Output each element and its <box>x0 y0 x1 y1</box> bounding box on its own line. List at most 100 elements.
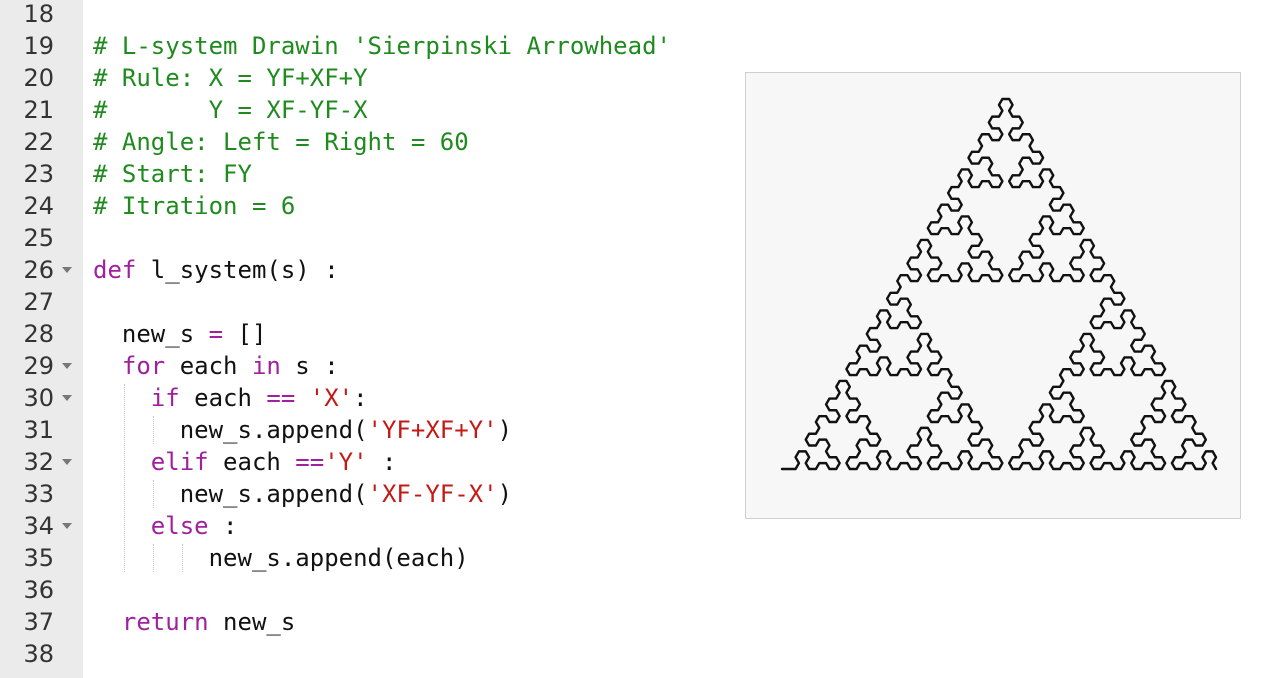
line-number: 37 <box>23 608 54 636</box>
token-kw: in <box>251 352 281 380</box>
token-plain: new_s <box>208 608 296 636</box>
line-number: 29 <box>23 352 54 380</box>
code-text: # Rule: X = YF+XF+Y <box>93 62 368 94</box>
token-kw: elif <box>150 448 209 476</box>
token-kw: def <box>93 256 137 284</box>
line-number: 36 <box>23 576 54 604</box>
code-line-28[interactable]: 28 new_s = [] <box>0 318 1286 350</box>
token-kw: == <box>295 448 325 476</box>
line-number-gutter <box>0 0 83 678</box>
token-plain: l_system(s) : <box>136 256 339 284</box>
token-comment: # Start: FY <box>93 160 252 188</box>
code-text: # Start: FY <box>93 158 252 190</box>
line-number: 18 <box>23 0 54 28</box>
code-text: # L-system Drawin 'Sierpinski Arrowhead' <box>93 30 671 62</box>
fold-toggle-icon[interactable] <box>62 267 72 273</box>
token-plain: ) <box>497 416 513 444</box>
code-text: for each in s : <box>122 350 339 382</box>
token-plain: s : <box>280 352 339 380</box>
code-line-21[interactable]: 21 # Y = XF-YF-X <box>0 94 1286 126</box>
token-kw: else <box>150 512 209 540</box>
line-number: 20 <box>23 64 54 92</box>
code-line-24[interactable]: 24 # Itration = 6 <box>0 190 1286 222</box>
code-line-26[interactable]: 26 def l_system(s) : <box>0 254 1286 286</box>
indent-guide <box>181 544 183 572</box>
line-number: 30 <box>23 384 54 412</box>
code-line-18[interactable]: 18 <box>0 0 1286 30</box>
line-number: 23 <box>23 160 54 188</box>
line-number: 24 <box>23 192 54 220</box>
sierpinski-arrowhead-figure <box>745 72 1241 519</box>
line-number: 22 <box>23 128 54 156</box>
code-text: new_s.append('YF+XF+Y') <box>180 414 512 446</box>
token-plain: each <box>179 384 267 412</box>
token-str: 'X' <box>309 384 354 412</box>
token-plain: ) <box>497 480 513 508</box>
code-text: # Y = XF-YF-X <box>93 94 368 126</box>
code-text: new_s = [] <box>122 318 267 350</box>
code-text: else : <box>151 510 238 542</box>
code-text: new_s.append(each) <box>209 542 469 574</box>
line-number: 19 <box>23 32 54 60</box>
code-line-27[interactable]: 27 <box>0 286 1286 318</box>
code-line-23[interactable]: 23 # Start: FY <box>0 158 1286 190</box>
token-plain: : <box>353 384 368 412</box>
line-number: 34 <box>23 512 54 540</box>
code-text: def l_system(s) : <box>93 254 339 286</box>
arrowhead-curve-canvas <box>780 97 1218 471</box>
code-line-25[interactable]: 25 <box>0 222 1286 254</box>
fold-toggle-icon[interactable] <box>62 523 72 529</box>
code-line-37[interactable]: 37 return new_s <box>0 606 1286 638</box>
code-line-20[interactable]: 20 # Rule: X = YF+XF+Y <box>0 62 1286 94</box>
token-plain: [] <box>223 320 267 348</box>
token-comment: # Rule: X = YF+XF+Y <box>93 64 368 92</box>
code-line-38[interactable]: 38 <box>0 638 1286 670</box>
fold-toggle-icon[interactable] <box>62 459 72 465</box>
token-comment: # Angle: Left = Right = 60 <box>93 128 469 156</box>
code-text: # Itration = 6 <box>93 190 295 222</box>
token-kw: for <box>121 352 166 380</box>
token-comment: # Y = XF-YF-X <box>93 96 368 124</box>
token-plain <box>295 384 309 412</box>
indent-guide <box>152 416 154 444</box>
code-text: # Angle: Left = Right = 60 <box>93 126 469 158</box>
token-str: 'YF+XF+Y' <box>367 416 498 444</box>
code-line-29[interactable]: 29 for each in s : <box>0 350 1286 382</box>
code-text: if each == 'X': <box>151 382 368 414</box>
code-line-30[interactable]: 30 if each == 'X': <box>0 382 1286 414</box>
token-str: 'XF-YF-X' <box>367 480 498 508</box>
line-number: 21 <box>23 96 54 124</box>
code-line-34[interactable]: 34 else : <box>0 510 1286 542</box>
fold-toggle-icon[interactable] <box>62 395 72 401</box>
fold-toggle-icon[interactable] <box>62 363 72 369</box>
indent-guide <box>152 544 154 572</box>
token-plain: : <box>367 448 397 476</box>
code-line-19[interactable]: 19 # L-system Drawin 'Sierpinski Arrowhea… <box>0 30 1286 62</box>
line-number: 35 <box>23 544 54 572</box>
code-line-31[interactable]: 31 new_s.append('YF+XF+Y') <box>0 414 1286 446</box>
line-number: 27 <box>23 288 54 316</box>
line-number: 38 <box>23 640 54 668</box>
line-number: 28 <box>23 320 54 348</box>
token-str: 'Y' <box>324 448 368 476</box>
token-kw: == <box>266 384 296 412</box>
token-plain: new_s <box>121 320 209 348</box>
code-line-22[interactable]: 22 # Angle: Left = Right = 60 <box>0 126 1286 158</box>
line-number: 32 <box>23 448 54 476</box>
token-plain: each <box>208 448 296 476</box>
code-text: return new_s <box>122 606 295 638</box>
code-text: elif each =='Y' : <box>151 446 397 478</box>
code-line-36[interactable]: 36 <box>0 574 1286 606</box>
code-line-35[interactable]: 35 new_s.append(each) <box>0 542 1286 574</box>
token-plain: : <box>208 512 238 540</box>
line-number: 25 <box>23 224 54 252</box>
code-line-32[interactable]: 32 elif each =='Y' : <box>0 446 1286 478</box>
line-number: 31 <box>23 416 54 444</box>
token-plain: new_s.append( <box>179 416 368 444</box>
token-kw: return <box>121 608 209 636</box>
indent-guide <box>152 480 154 508</box>
line-number: 26 <box>23 256 54 284</box>
arrowhead-curve-path <box>780 97 1218 471</box>
